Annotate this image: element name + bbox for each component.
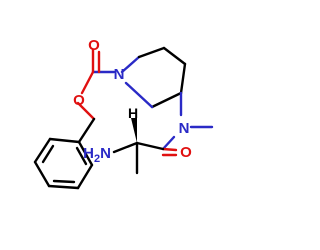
amine-n-text: N (100, 145, 111, 162)
carbamate-oxygen-label: O (88, 37, 100, 54)
amine-label: H2N (83, 145, 111, 165)
amine-h-text: H (83, 145, 94, 162)
ester-oxygen-label: O (73, 92, 85, 109)
amide-nitrogen-bonds (161, 91, 214, 151)
amide-nitrogen-label: N (179, 120, 190, 137)
structure-diagram: N N O O O H H2N (33, 37, 214, 190)
bond-alpha-amine (112, 141, 139, 154)
stereo-wedge-bond (131, 118, 137, 143)
bond-c4-c5 (179, 62, 187, 95)
bond-ester-o-ch2 (76, 101, 96, 121)
piperidine-ring (120, 46, 187, 109)
amide-oxygen-label: O (180, 144, 192, 161)
amine-subscript: 2 (94, 153, 100, 165)
alpha-carbon-bonds (112, 118, 139, 175)
stereo-hydrogen-label: H (128, 105, 138, 121)
bond-c2-c3 (137, 46, 166, 59)
bond-amide-co-a (161, 147, 178, 152)
bond-ch2-phenyl (77, 117, 96, 144)
bond-ph-2-3 (33, 137, 52, 164)
bond-ph-3-4 (33, 160, 51, 188)
bond-ph-inner-a (41, 144, 55, 164)
bond-ph-6-1 (77, 140, 94, 167)
bond-ph-5-6 (76, 163, 94, 190)
bond-n1-c2 (120, 55, 141, 74)
bond-amide-n-carbonyl (161, 135, 176, 151)
bond-c5-c6 (150, 91, 183, 109)
bond-ph-4-5 (47, 184, 80, 190)
bond-ph-inner-c (75, 146, 88, 166)
ring-nitrogen-label: N (114, 66, 125, 83)
bond-carbonyl-ester-o (80, 70, 95, 95)
amide-carbonyl (135, 141, 178, 157)
bond-ph-inner-b (52, 179, 76, 184)
bond-carbonyl-alpha (135, 141, 165, 151)
bond-c6-n1 (124, 81, 154, 109)
bond-c3-c4 (162, 46, 187, 66)
phenyl-ring (33, 137, 94, 190)
carbamate-group (76, 48, 116, 144)
bond-ph-1-2 (48, 137, 81, 144)
